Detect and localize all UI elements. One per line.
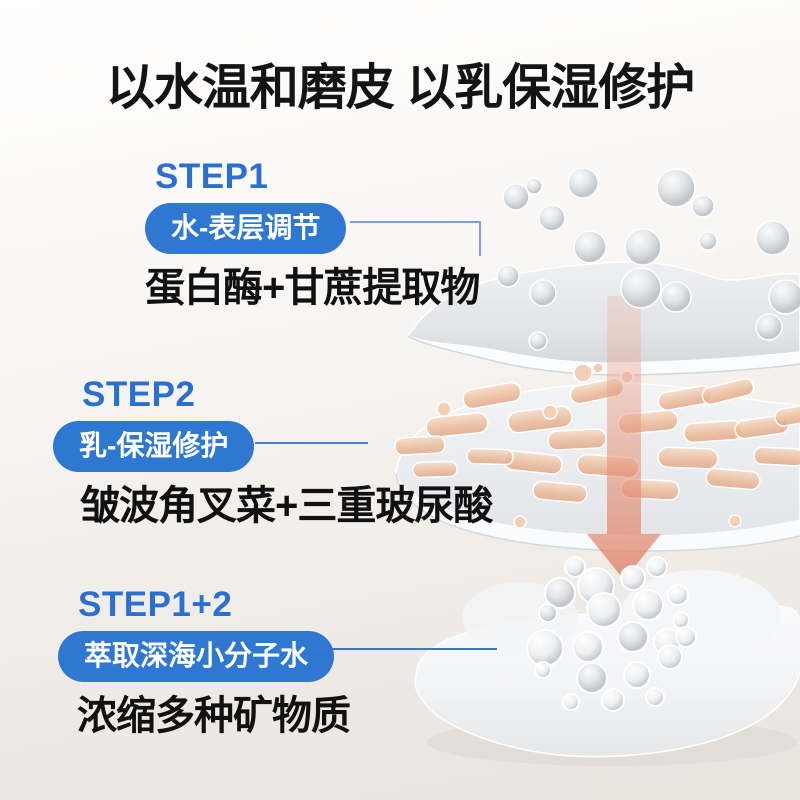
pearl xyxy=(632,589,664,621)
bead xyxy=(728,514,742,528)
step3-section: STEP1+2 萃取深海小分子水 浓缩多种矿物质 xyxy=(58,585,351,738)
pearl xyxy=(586,592,622,628)
capsule xyxy=(547,428,607,451)
step1-pill-badge: 水-表层调节 xyxy=(145,203,347,254)
bead xyxy=(542,404,558,420)
bubble xyxy=(502,183,530,211)
step3-label: STEP1+2 xyxy=(78,585,233,624)
floating-bubbles xyxy=(496,167,800,374)
bubble xyxy=(496,264,520,288)
step3-ingredient: 浓缩多种矿物质 xyxy=(77,693,351,738)
bubble xyxy=(755,313,783,341)
pearl xyxy=(675,626,697,648)
step2-pill-badge: 乳-保湿修护 xyxy=(53,421,255,472)
capsule xyxy=(701,377,755,406)
bubble xyxy=(592,362,604,374)
bubble xyxy=(755,220,791,256)
step2-section: STEP2 乳-保湿修护 皱波角叉菜+三重玻尿酸 xyxy=(53,375,493,528)
pearl xyxy=(564,556,586,578)
pearl xyxy=(572,631,604,663)
bubble xyxy=(620,267,662,309)
pearl xyxy=(646,556,668,578)
pearl xyxy=(645,687,665,707)
bead xyxy=(573,363,593,383)
bubble xyxy=(698,231,718,251)
capsule xyxy=(753,446,800,467)
bead xyxy=(513,515,527,529)
emulsion-layer xyxy=(394,363,800,552)
capsule xyxy=(532,480,588,504)
connector-line-step1-vertical xyxy=(479,221,481,256)
pearl xyxy=(667,584,689,606)
capsule xyxy=(425,412,489,438)
bubble xyxy=(529,279,557,307)
bubble xyxy=(691,194,715,218)
bubble xyxy=(656,168,696,208)
connector-line-step3 xyxy=(312,648,497,650)
capsule xyxy=(705,467,761,491)
pearl xyxy=(617,621,649,653)
pearl xyxy=(601,688,625,712)
pearl xyxy=(576,662,608,694)
bubble xyxy=(528,331,548,351)
bubble xyxy=(525,177,543,195)
bead xyxy=(436,401,452,417)
pearl xyxy=(672,611,690,629)
bubble xyxy=(624,228,662,266)
bubble xyxy=(538,204,566,232)
pearl xyxy=(657,644,683,670)
bubble xyxy=(660,281,692,313)
down-arrow-icon xyxy=(587,296,661,580)
capsule xyxy=(683,419,743,444)
connector-line-step1-horizontal xyxy=(350,221,481,223)
capsule xyxy=(657,446,719,470)
capsule xyxy=(394,435,446,456)
pearl xyxy=(544,577,576,609)
capsule xyxy=(412,460,458,479)
step1-section: STEP1 水-表层调节 蛋白酶+甘蔗提取物 xyxy=(145,157,480,310)
step1-label: STEP1 xyxy=(155,157,269,196)
bubble xyxy=(567,167,599,199)
pearl xyxy=(538,603,558,623)
pearl xyxy=(562,693,580,711)
pearl xyxy=(620,565,646,591)
connector-line-step2 xyxy=(255,442,368,444)
step2-ingredient: 皱波角叉菜+三重玻尿酸 xyxy=(80,483,493,528)
step3-pill-badge: 萃取深海小分子水 xyxy=(58,631,335,682)
capsule xyxy=(462,381,522,410)
bubble xyxy=(573,230,607,264)
pearl xyxy=(534,661,552,679)
pearl xyxy=(526,629,564,667)
step1-ingredient: 蛋白酶+甘蔗提取物 xyxy=(145,265,480,310)
bubble xyxy=(768,279,800,315)
main-title: 以水温和磨皮 以乳保湿修护 xyxy=(105,61,696,115)
capsule xyxy=(466,447,514,466)
step2-label: STEP2 xyxy=(82,375,196,414)
pearl xyxy=(623,661,651,689)
mineral-pearls xyxy=(526,556,697,712)
